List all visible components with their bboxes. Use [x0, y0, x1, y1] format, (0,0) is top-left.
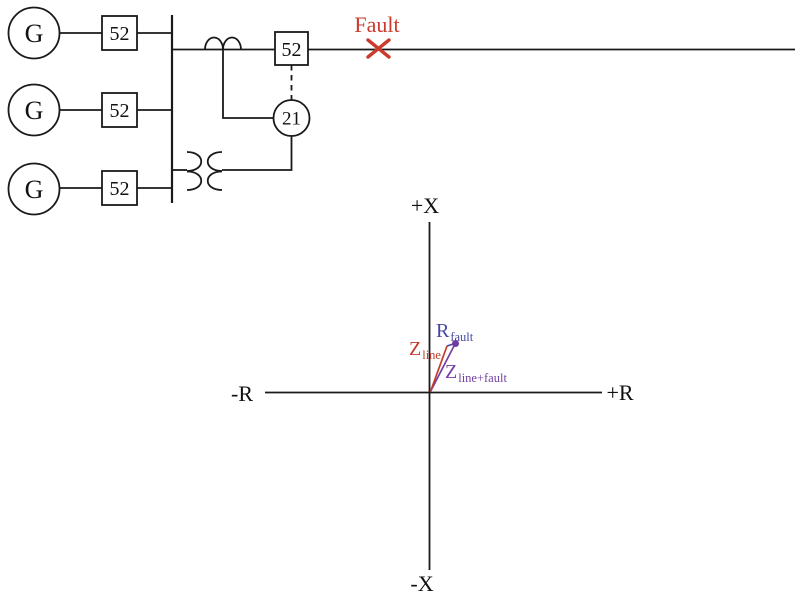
line-breaker-52-label: 52 — [281, 38, 302, 61]
z-line-vector-label: Zline — [409, 338, 441, 362]
generator-3-label: G — [24, 175, 44, 204]
voltage-transformer-primary-coil-icon — [186, 151, 203, 191]
z-line-label-sub: line — [422, 348, 441, 362]
ct-secondary-wire — [222, 49, 274, 119]
z-line-plus-fault-vector-label: Zline+fault — [445, 361, 507, 385]
axis-label-minus-r: -R — [231, 381, 253, 406]
r-fault-vector-label: Rfault — [436, 320, 474, 344]
breaker-52-label-2: 52 — [109, 100, 130, 122]
relay-21-label: 21 — [282, 108, 301, 130]
impedance-point-dot — [452, 340, 459, 347]
axis-label-plus-x: +X — [410, 193, 440, 218]
breaker-52-label-3: 52 — [109, 178, 130, 200]
breaker-52-label-1: 52 — [109, 23, 130, 45]
r-fault-label-main: R — [436, 320, 450, 342]
breaker-52-box-1 — [101, 15, 138, 51]
voltage-transformer-secondary-coil-icon — [206, 151, 223, 191]
fault-x-icon — [366, 38, 391, 59]
breaker-52-box-3 — [101, 170, 138, 206]
z-line-vector — [429, 345, 448, 392]
breaker-52-box-2 — [101, 92, 138, 128]
z-line-plus-fault-label-main: Z — [445, 361, 458, 383]
r-fault-label-sub: fault — [450, 330, 474, 344]
generator-2-label: G — [24, 96, 44, 125]
z-line-plus-fault-label-sub: line+fault — [458, 371, 507, 385]
generator-1-label: G — [24, 19, 44, 48]
z-line-plus-fault-vector — [429, 344, 456, 392]
vt-secondary-wire — [222, 136, 293, 171]
fault-label: Fault — [354, 12, 400, 37]
z-line-label-main: Z — [409, 338, 422, 360]
axis-label-minus-x: -X — [410, 571, 434, 596]
current-transformer-icon — [204, 36, 242, 50]
generator-3-circle — [7, 162, 61, 216]
axis-label-plus-r: +R — [606, 380, 634, 405]
